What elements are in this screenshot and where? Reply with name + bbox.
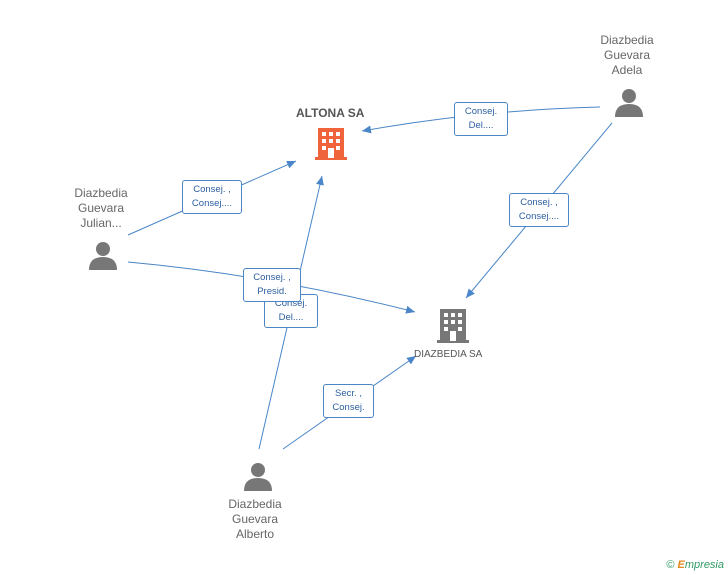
building-icon[interactable]: [437, 307, 469, 344]
edge-label-line: Presid.: [257, 286, 287, 297]
person-label-alberto[interactable]: Diazbedia Guevara Alberto: [228, 497, 282, 541]
person-icon[interactable]: [88, 241, 118, 271]
company-label-altona[interactable]: ALTONA SA: [296, 106, 365, 120]
footer-brand[interactable]: ©Empresia: [666, 559, 724, 571]
edge-label-alberto-diazbedia[interactable]: Secr. , Consej.: [323, 384, 374, 418]
edge-label-line: Consej. ,: [253, 272, 291, 283]
person-icon[interactable]: [243, 462, 273, 492]
edge-label-line: Consej....: [518, 211, 560, 222]
edge-label-adela-altona[interactable]: Consej. Del....: [454, 102, 508, 136]
copyright-icon: ©: [666, 559, 675, 571]
person-icon[interactable]: [614, 88, 644, 118]
edge-label-julian-altona[interactable]: Consej. , Consej....: [182, 180, 242, 214]
edge-label-line: Del....: [278, 312, 304, 323]
edge-label-line: Del....: [468, 120, 494, 131]
person-label-julian[interactable]: Diazbedia Guevara Julian...: [74, 186, 128, 230]
edge-label-adela-diazbedia[interactable]: Consej. , Consej....: [509, 193, 569, 227]
edge-label-line: Consej....: [191, 198, 233, 209]
edge-label-line: Consej. ,: [520, 197, 558, 208]
company-label-diazbedia[interactable]: DIAZBEDIA SA: [414, 349, 483, 360]
edge-label-line: Secr. ,: [335, 388, 362, 399]
edge-label-line: Consej.: [274, 298, 308, 309]
edge-label-julian-diazbedia[interactable]: Consej. , Presid.: [243, 268, 301, 302]
edge-label-line: Consej. ,: [193, 184, 231, 195]
edge-label-line: Consej.: [464, 106, 498, 117]
brand-name: mpresia: [684, 559, 724, 571]
building-icon[interactable]: [315, 126, 347, 161]
edge-label-line: Consej.: [332, 402, 365, 413]
brand-initial: E: [677, 559, 685, 571]
person-label-adela[interactable]: Diazbedia Guevara Adela: [600, 33, 654, 77]
